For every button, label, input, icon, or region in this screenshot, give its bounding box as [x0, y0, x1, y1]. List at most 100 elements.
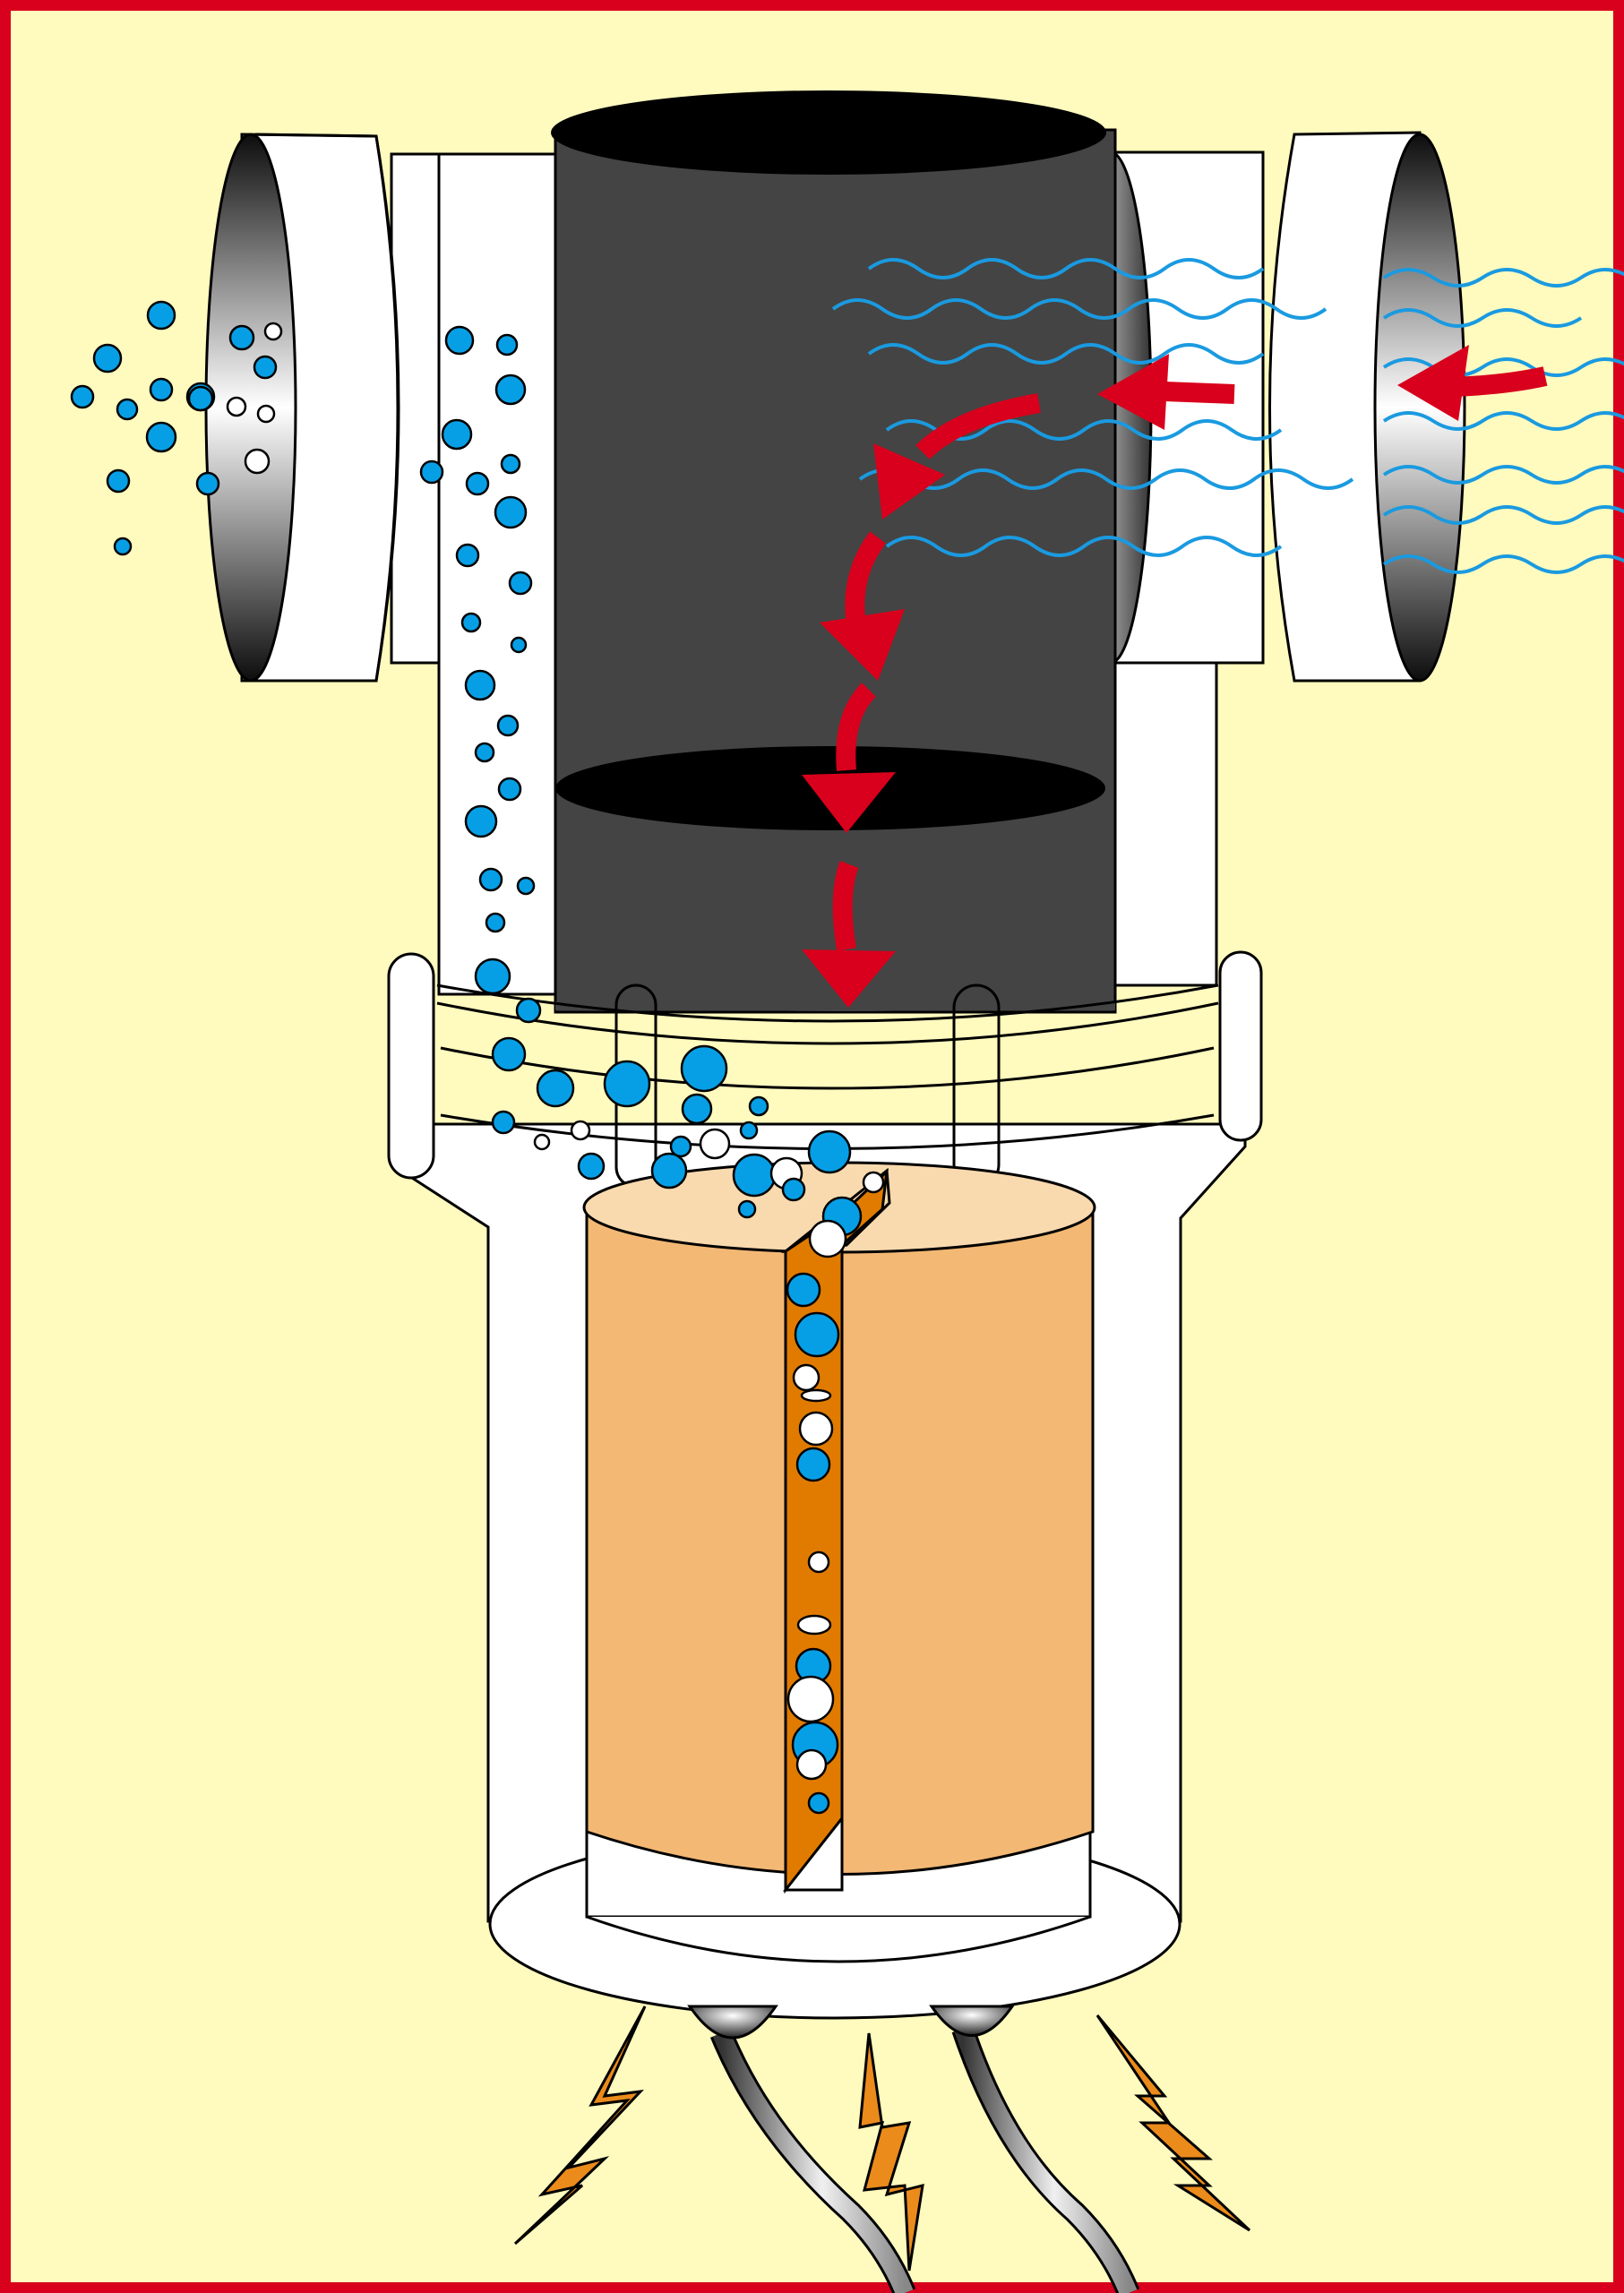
droplet-icon — [737, 1199, 757, 1219]
droplet-icon — [195, 471, 220, 496]
central-pipe — [554, 128, 1117, 1014]
droplet-icon — [510, 636, 528, 654]
droplet-icon — [748, 1095, 769, 1117]
droplet-icon — [494, 495, 528, 529]
droplet-icon — [807, 1791, 830, 1815]
droplet-icon — [226, 396, 247, 417]
filter-slot-base — [782, 1814, 844, 1892]
droplet-icon — [536, 1069, 575, 1108]
droplet-icon — [650, 1152, 688, 1189]
droplet-icon — [464, 669, 496, 701]
air-wave-icon — [867, 343, 1265, 365]
spark-icon — [1096, 2014, 1251, 2232]
droplet-icon — [491, 1110, 516, 1135]
flow-arrow-icon — [1397, 345, 1548, 421]
droplet-icon — [146, 300, 176, 331]
droplet-icon — [792, 1363, 821, 1392]
droplet-icon — [808, 1219, 847, 1258]
air-waves — [831, 258, 1624, 574]
droplet-icon — [800, 1388, 832, 1403]
droplet-icon — [739, 1121, 759, 1140]
droplet-icon — [496, 714, 520, 737]
sparks — [513, 2005, 1251, 2272]
droplet-icon — [508, 571, 533, 596]
droplet-icon — [786, 1272, 821, 1308]
droplet-icon — [455, 543, 480, 568]
droplet-icon — [786, 1675, 835, 1723]
droplet-icon — [494, 374, 527, 406]
droplet-icon — [516, 876, 536, 896]
droplet-icon — [798, 1411, 834, 1447]
droplet-icon — [862, 1171, 885, 1194]
collar-clip-left — [387, 952, 435, 1180]
droplet-icon — [781, 1177, 806, 1202]
droplet-icon — [577, 1152, 606, 1181]
air-wave-icon — [831, 298, 1328, 320]
droplet-icon — [497, 777, 522, 802]
droplet-icon — [419, 459, 444, 485]
air-wave-icon — [858, 468, 1354, 490]
left-port-cap — [254, 133, 400, 683]
droplet-icon — [256, 404, 276, 424]
droplet-icon — [681, 1093, 713, 1125]
droplet-icon — [460, 612, 482, 633]
droplet-icon — [465, 471, 490, 496]
droplet-icon — [149, 377, 174, 402]
droplet-icon — [795, 1748, 828, 1781]
flow-arrow-icon — [873, 393, 1041, 520]
left-port-opening — [204, 133, 297, 683]
droplet-icon — [441, 418, 473, 451]
cables — [709, 2024, 1140, 2293]
droplet-icon — [474, 958, 511, 995]
air-wave-icon — [1382, 411, 1624, 431]
droplet-icon — [113, 537, 133, 556]
air-wave-icon — [1382, 465, 1624, 485]
droplet-icon — [807, 1550, 830, 1574]
air-wave-icon — [867, 258, 1265, 279]
droplet-icon — [795, 1447, 831, 1482]
droplet-icon — [70, 384, 95, 409]
droplet-icon — [244, 448, 271, 475]
droplet-icon — [444, 325, 475, 356]
droplet-icon — [807, 1129, 852, 1174]
air-wave-icon — [1382, 308, 1583, 328]
droplet-icon — [515, 997, 542, 1024]
air-wave-icon — [1382, 268, 1624, 288]
air-wave-icon — [1382, 505, 1624, 525]
droplet-icon — [495, 333, 519, 356]
droplet-icon — [228, 324, 255, 351]
connector-right — [929, 2005, 1015, 2037]
droplet-icon — [263, 322, 283, 341]
droplet-icon — [187, 385, 214, 412]
droplet-icon — [669, 1135, 692, 1158]
central-pipe-bottom — [555, 1001, 1115, 1011]
flow-arrow-icon — [802, 683, 896, 833]
droplet-icon — [474, 742, 495, 763]
pipe-top-opening — [551, 90, 1106, 175]
droplet-icon — [796, 1614, 832, 1636]
droplet-icon — [570, 1120, 591, 1141]
droplet-icon — [680, 1044, 728, 1093]
flow-arrow-icon — [802, 861, 896, 1008]
droplet-icon — [533, 1133, 551, 1151]
droplet-icon — [603, 1060, 651, 1108]
air-wave-icon — [885, 536, 1283, 557]
droplet-icon — [500, 453, 521, 475]
spark-icon — [858, 2032, 924, 2272]
droplet-icon — [145, 421, 177, 453]
droplet-icon — [699, 1128, 731, 1160]
droplet-icon — [116, 398, 139, 421]
droplet-icon — [732, 1153, 777, 1198]
droplet-icon — [794, 1311, 840, 1358]
droplet-icon — [253, 355, 278, 380]
flow-arrow-icon — [820, 531, 905, 681]
droplet-icon — [106, 468, 131, 494]
droplet-icon — [491, 1036, 527, 1072]
spark-icon — [513, 2005, 647, 2246]
flow-arrows — [802, 345, 1548, 1008]
connector-left — [687, 2005, 778, 2040]
collar-clip-right — [1218, 950, 1263, 1142]
droplet-icon — [464, 804, 498, 838]
